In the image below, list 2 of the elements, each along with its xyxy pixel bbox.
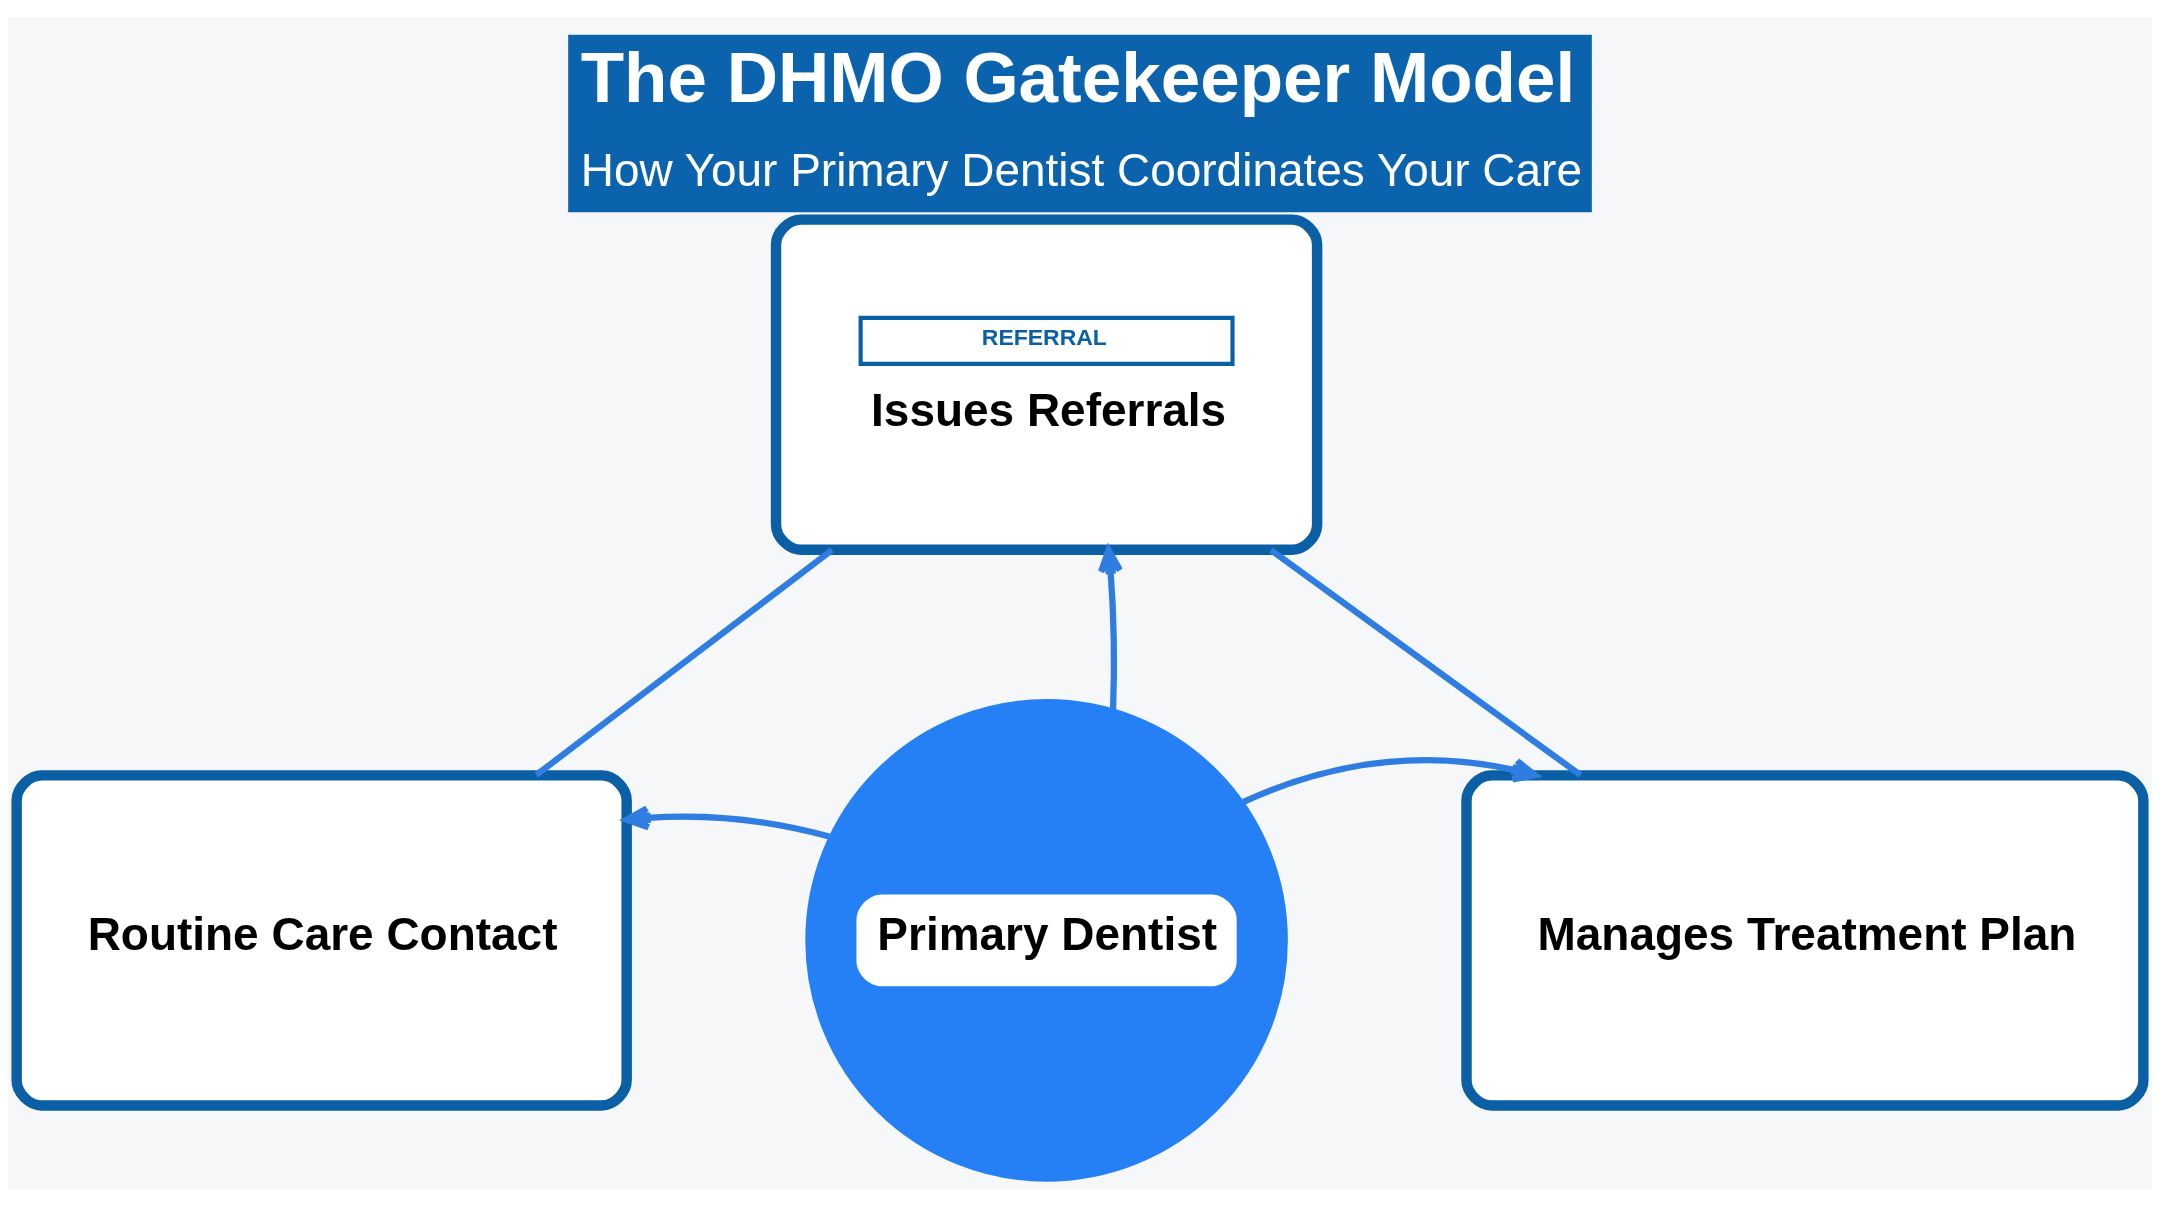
diagram-title: The DHMO Gatekeeper Model xyxy=(580,38,1576,118)
caption: How Your Primary Dentist Coordinates Your Care xyxy=(580,144,1582,197)
